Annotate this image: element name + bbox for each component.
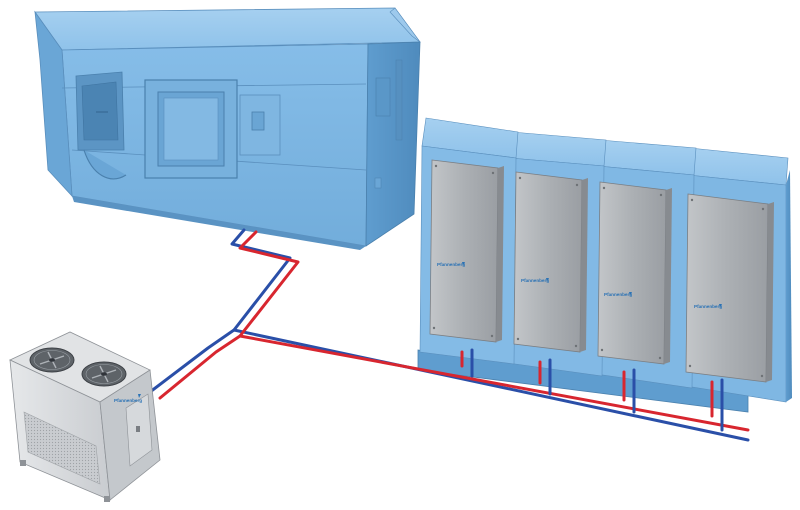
machine-main-window	[144, 79, 238, 179]
brand-logo: Pfannenberg	[694, 304, 722, 309]
cabinet-1-connections	[460, 348, 474, 378]
brand-logo-text: Pfannenberg	[437, 262, 465, 267]
cabinet-2-connections	[538, 358, 552, 396]
cabinet-cooling-unit-4: Pfannenberg	[685, 193, 774, 383]
chiller-grille	[23, 411, 101, 485]
machine-supply-branch	[238, 230, 300, 338]
brand-logo-text: Pfannenberg	[694, 304, 722, 309]
supply-line	[158, 334, 750, 432]
cabinet-cooling-unit-3: Pfannenberg	[597, 181, 672, 365]
machine-side	[365, 41, 421, 247]
coolant-piping	[148, 228, 750, 442]
brand-logo-text: Pfannenberg	[604, 292, 632, 297]
brand-logo: Pfannenberg	[521, 278, 549, 283]
brand-logo-text: Pfannenberg	[521, 278, 549, 283]
machine-side-door	[75, 71, 127, 180]
machine-top	[34, 7, 421, 51]
brand-logo: Pfannenberg	[604, 292, 632, 297]
enclosure-cabinet-row: Pfannenberg Pfannenberg Pfannenberg	[417, 117, 792, 413]
chiller-brand-logo: Pfannenberg	[114, 394, 142, 403]
return-line	[148, 328, 750, 442]
cabinet-cooling-unit-2: Pfannenberg	[513, 171, 588, 353]
machine-return-branch	[230, 228, 292, 332]
chiller-fan-1	[29, 347, 75, 373]
cabinet-4-connections	[710, 378, 724, 432]
brand-logo: Pfannenberg	[437, 262, 465, 267]
chiller-fan-2	[81, 361, 127, 387]
machine-tool	[34, 7, 421, 250]
machine-control-panel	[239, 94, 281, 156]
cabinet-cooling-unit-1: Pfannenberg	[429, 159, 504, 343]
chiller-unit: Pfannenberg	[9, 331, 161, 502]
brand-logo-text: Pfannenberg	[114, 398, 142, 403]
cabinet-3-connections	[622, 368, 636, 414]
